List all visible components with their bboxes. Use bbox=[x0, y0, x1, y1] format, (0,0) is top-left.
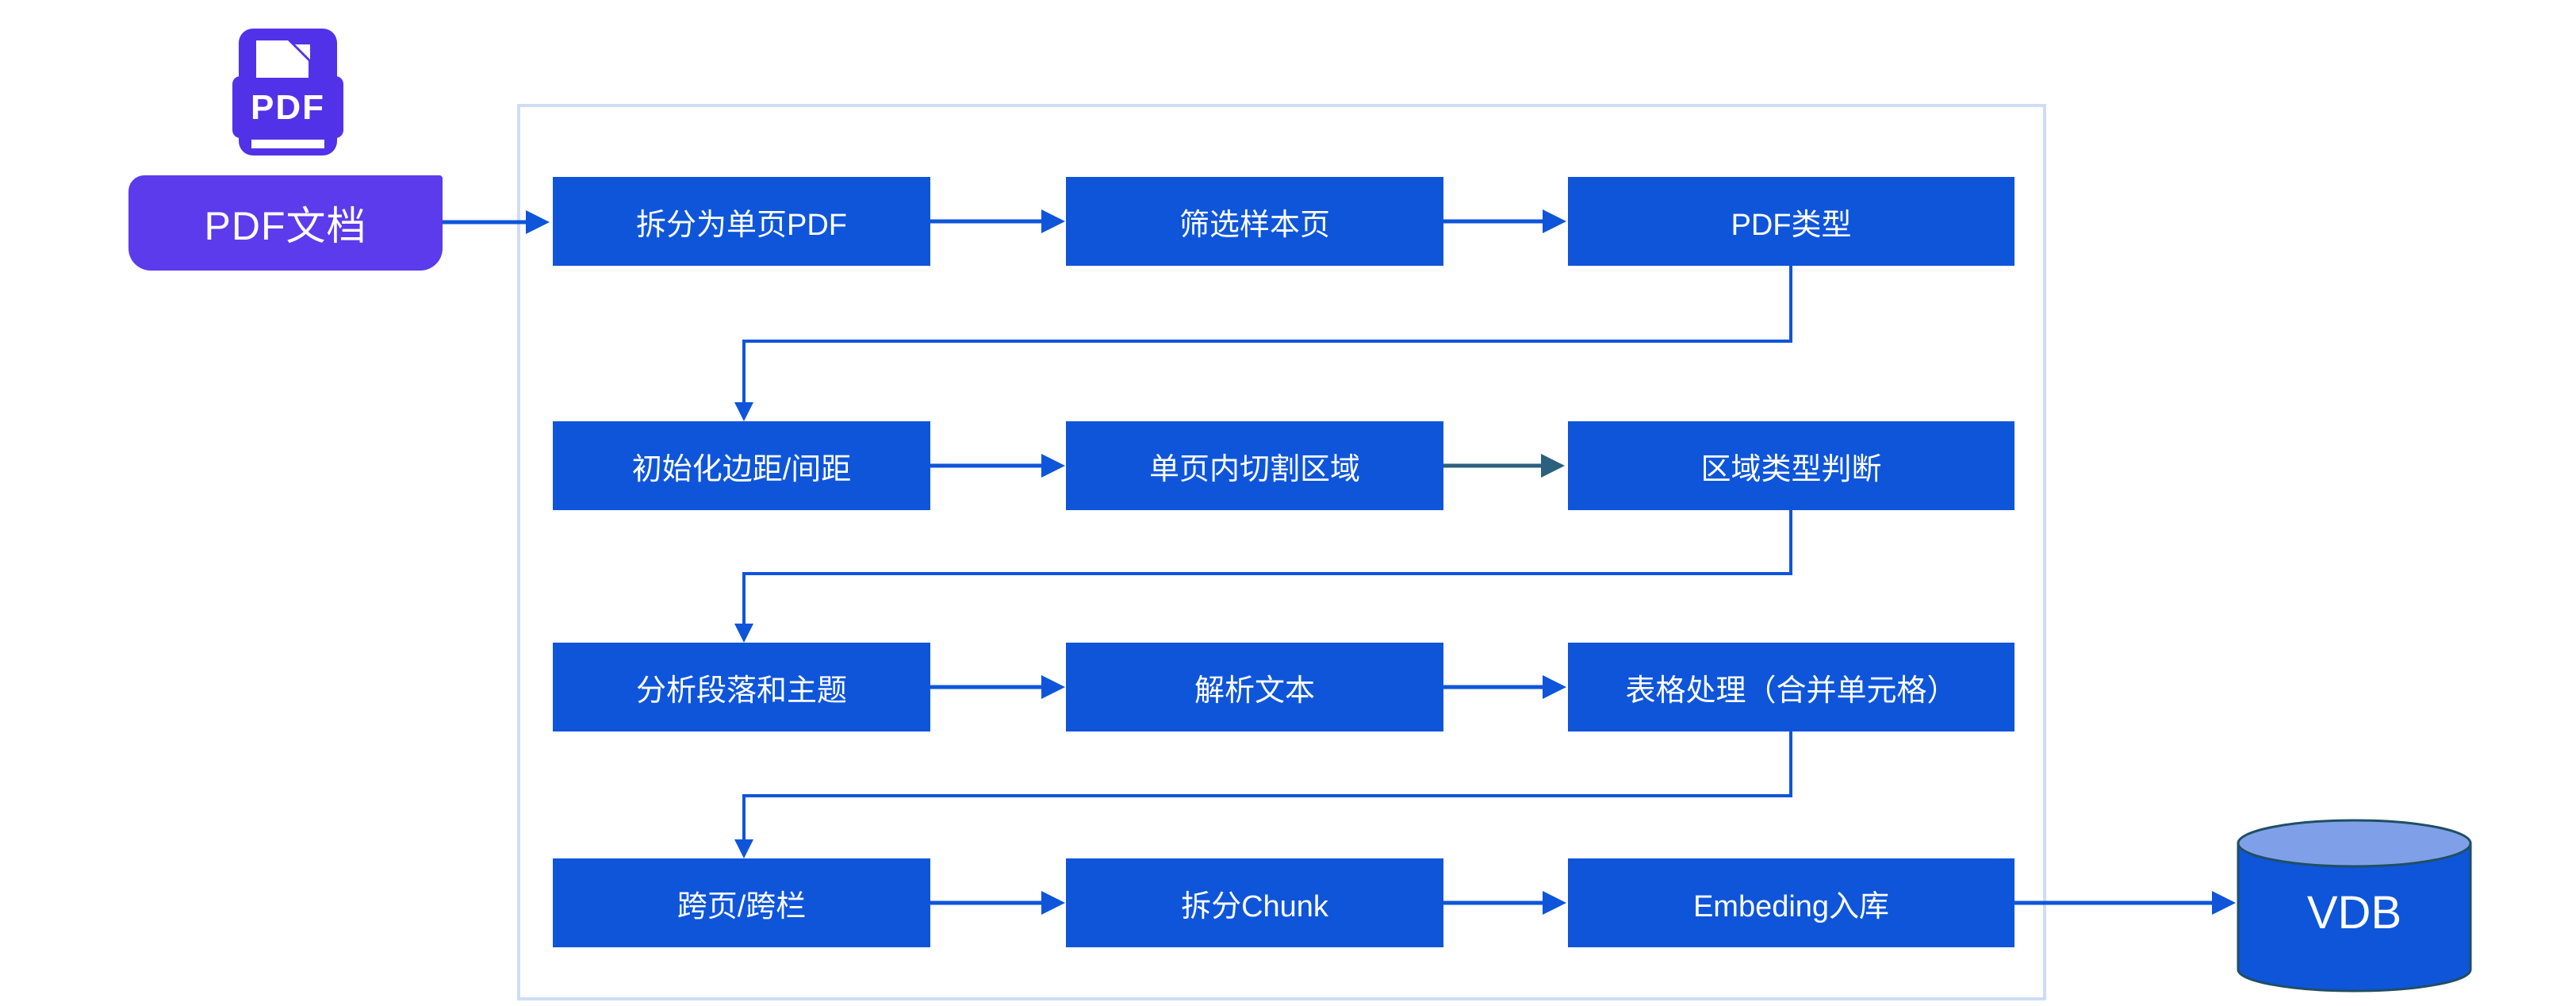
flow-node-split-chunk: 拆分Chunk bbox=[1066, 858, 1443, 947]
vdb-database-cylinder: VDB bbox=[2237, 819, 2472, 993]
cylinder-top bbox=[2237, 819, 2472, 868]
flow-node-embedding-store: Embeding入库 bbox=[1568, 858, 2014, 947]
pdf-icon-slot bbox=[251, 140, 324, 148]
flow-node-filter-sample-pages: 筛选样本页 bbox=[1066, 177, 1443, 266]
pdf-icon-label: PDF bbox=[251, 88, 325, 127]
flow-node-parse-text: 解析文本 bbox=[1066, 643, 1443, 731]
pdf-icon-page bbox=[256, 40, 309, 78]
flow-node-table-processing: 表格处理（合并单元格） bbox=[1568, 643, 2014, 731]
flow-node-analyze-paragraphs: 分析段落和主题 bbox=[553, 643, 930, 731]
pdf-icon-fold bbox=[295, 44, 310, 60]
flow-node-split-single-page-pdf: 拆分为单页PDF bbox=[553, 177, 930, 266]
pdf-icon-band bbox=[232, 76, 343, 138]
source-node-pdf-document: PDF文档 bbox=[128, 175, 443, 271]
flow-node-init-margins: 初始化边距/间距 bbox=[553, 421, 930, 510]
flow-node-cross-page-column: 跨页/跨栏 bbox=[553, 858, 930, 947]
vdb-label: VDB bbox=[2307, 887, 2402, 939]
flow-node-pdf-type: PDF类型 bbox=[1568, 177, 2014, 266]
cylinder-body bbox=[2237, 842, 2472, 993]
flow-node-cut-regions-in-page: 单页内切割区域 bbox=[1066, 421, 1443, 510]
flow-node-region-type-judge: 区域类型判断 bbox=[1568, 421, 2014, 510]
pdf-file-icon: PDF bbox=[232, 29, 343, 156]
